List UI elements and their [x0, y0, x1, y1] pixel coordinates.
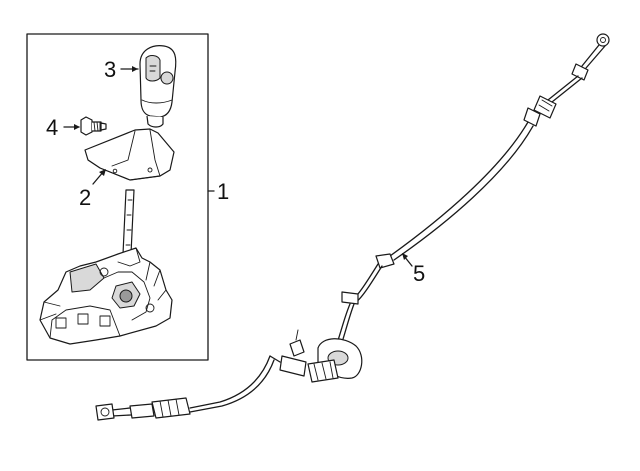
shift-knob-icon [139, 45, 177, 128]
shifter-assembly-icon [39, 189, 173, 345]
callout-3-arrowhead [132, 66, 138, 72]
callout-4: 4 [46, 115, 58, 140]
callout-2: 2 [79, 185, 91, 210]
assembly-frame [26, 33, 209, 361]
callout-5-arrowhead [402, 253, 408, 260]
callout-4-arrowhead [74, 124, 80, 130]
shifter-bezel-icon [84, 128, 175, 181]
callout-3: 3 [104, 57, 116, 82]
callout-1: 1 [217, 179, 229, 204]
screw-icon [80, 116, 107, 136]
callout-2-arrowhead [99, 169, 106, 176]
shift-cable-icon [95, 33, 610, 421]
callout-5: 5 [413, 261, 425, 286]
